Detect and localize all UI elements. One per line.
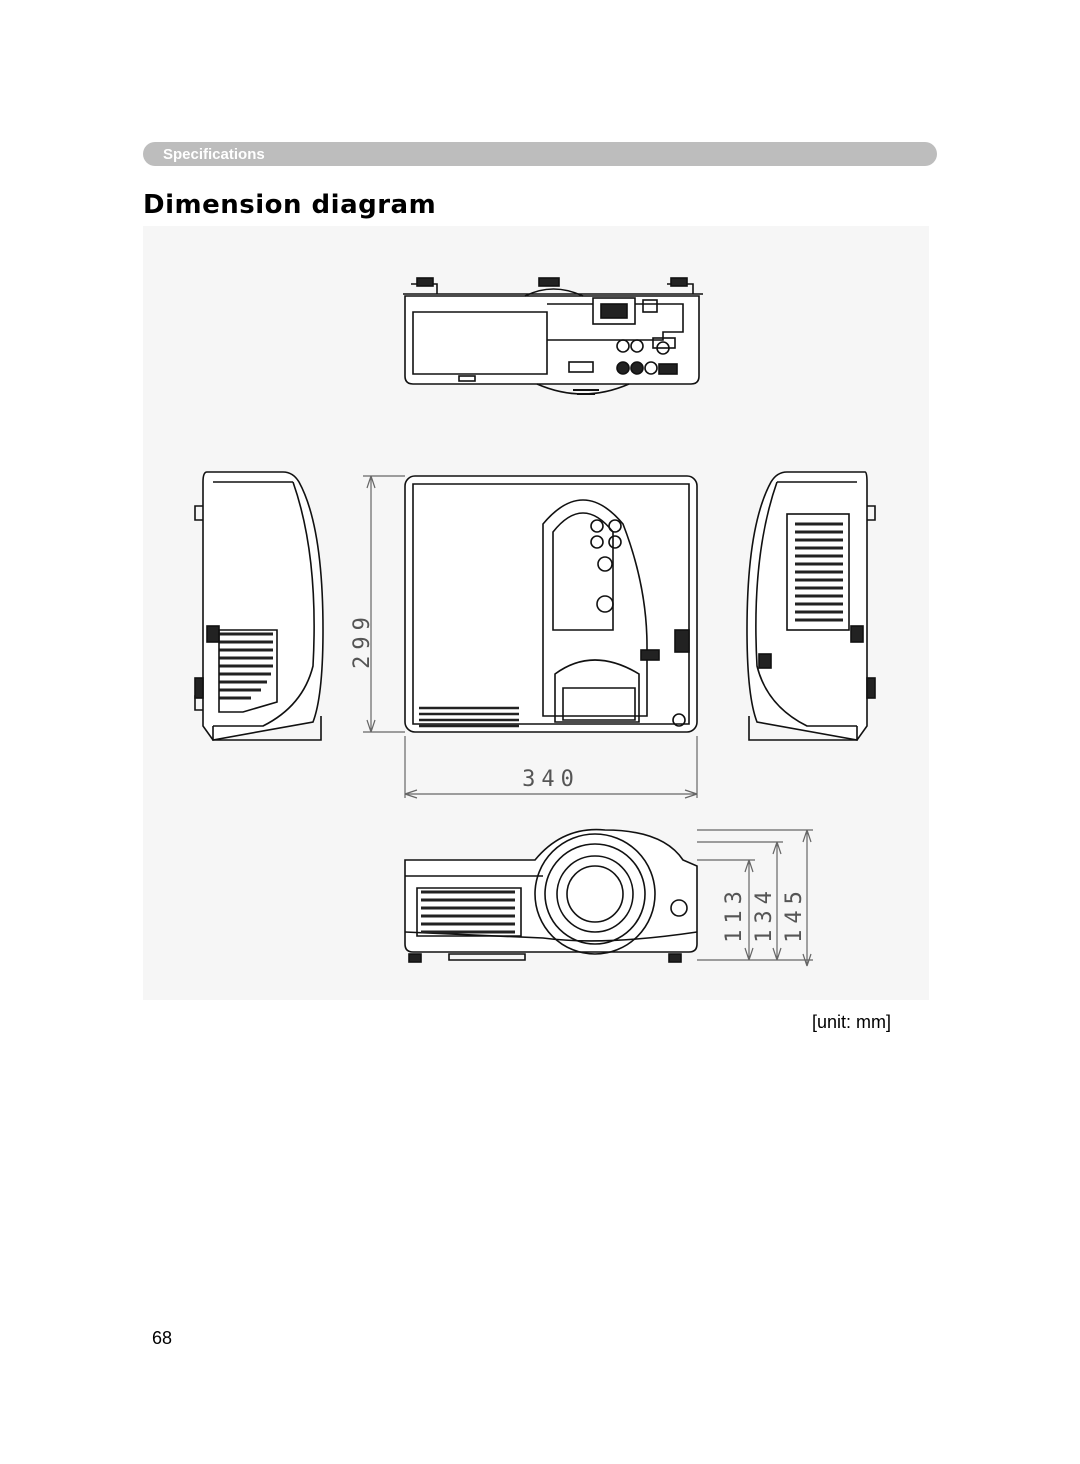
page-number: 68 (152, 1328, 173, 1348)
dimension-diagram: 299 340 113 134 145 (143, 226, 929, 1000)
dimension-width-label: 340 (522, 767, 580, 792)
dimension-depth-label: 299 (350, 611, 375, 669)
dimension-height-total-label: 145 (782, 885, 807, 943)
dimension-height-mid-label: 134 (752, 885, 777, 943)
dimension-height-body-label: 113 (722, 885, 747, 943)
right-side-view (746, 471, 876, 741)
front-view (404, 828, 813, 967)
section-label: Specifications (163, 146, 265, 163)
page-title: Dimension diagram (143, 190, 437, 220)
unit-label: [unit: mm] (812, 1012, 892, 1032)
left-side-view (194, 471, 324, 741)
section-header-bar: Specifications (143, 142, 937, 166)
rear-view (403, 277, 703, 395)
top-view (363, 475, 698, 799)
